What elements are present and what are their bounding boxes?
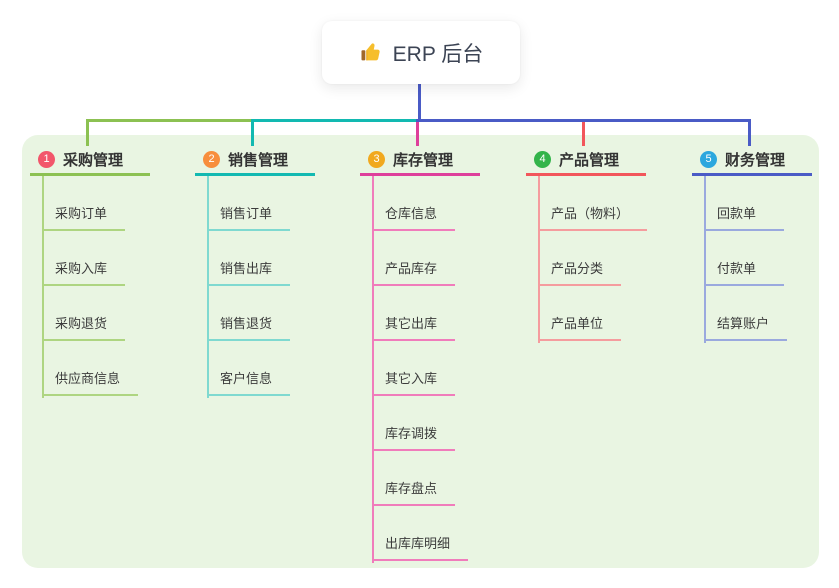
branch-label: 产品管理 xyxy=(559,151,620,169)
child-label: 产品单位 xyxy=(551,316,604,332)
branch-number-badge: 3 xyxy=(368,150,385,168)
child-label: 其它出库 xyxy=(385,316,438,332)
child-label: 产品（物料） xyxy=(551,206,630,222)
child-connector-vline xyxy=(372,176,374,563)
child-label: 产品库存 xyxy=(385,261,438,277)
child-label: 产品分类 xyxy=(551,261,604,277)
thumbs-up-icon xyxy=(359,41,382,64)
child-connector-vline xyxy=(207,176,209,398)
child-node: 销售退货 xyxy=(207,286,291,341)
child-node: 采购退货 xyxy=(42,286,126,341)
child-node: 出库库明细 xyxy=(372,506,469,561)
child-label: 销售出库 xyxy=(220,261,273,277)
child-node: 销售出库 xyxy=(207,231,291,286)
child-node: 库存盘点 xyxy=(372,451,456,506)
connector-bus-segment xyxy=(86,119,254,122)
branch-children: 采购订单采购入库采购退货供应商信息 xyxy=(42,176,139,396)
branch-node-1: 1 采购管理 xyxy=(30,145,150,176)
branch-node-5: 5 财务管理 xyxy=(692,145,812,176)
branch-drop-line xyxy=(416,119,419,146)
root-connector-line xyxy=(418,84,421,122)
child-node: 产品库存 xyxy=(372,231,456,286)
child-label: 采购订单 xyxy=(55,206,108,222)
child-label: 结算账户 xyxy=(717,316,770,332)
child-label: 客户信息 xyxy=(220,371,273,387)
child-node: 回款单 xyxy=(704,176,784,231)
branch-children: 销售订单销售出库销售退货客户信息 xyxy=(207,176,291,396)
branch-children: 回款单付款单结算账户 xyxy=(704,176,788,341)
content-panel xyxy=(22,135,819,568)
child-label: 出库库明细 xyxy=(385,536,451,552)
child-node: 产品（物料） xyxy=(538,176,648,231)
branch-number-badge: 1 xyxy=(38,150,55,168)
child-node: 库存调拨 xyxy=(372,396,456,451)
branch-number-badge: 4 xyxy=(534,150,551,168)
root-label: ERP 后台 xyxy=(392,42,484,66)
branch-label: 采购管理 xyxy=(63,151,124,169)
branch-node-2: 2 销售管理 xyxy=(195,145,315,176)
child-node: 付款单 xyxy=(704,231,784,286)
branch-label: 销售管理 xyxy=(228,151,289,169)
child-label: 库存盘点 xyxy=(385,481,438,497)
branch-label: 财务管理 xyxy=(725,151,786,169)
branch-drop-line xyxy=(582,119,585,146)
child-node: 其它出库 xyxy=(372,286,456,341)
child-node: 产品单位 xyxy=(538,286,622,341)
child-connector-vline xyxy=(538,176,540,343)
child-connector-vline xyxy=(42,176,44,398)
branch-number-badge: 5 xyxy=(700,150,717,168)
branch-children: 产品（物料） 产品分类产品单位 xyxy=(538,176,648,341)
branch-children: 仓库信息产品库存其它出库其它入库库存调拨库存盘点出库库明细 xyxy=(372,176,469,561)
child-label: 供应商信息 xyxy=(55,371,121,387)
branch-label: 库存管理 xyxy=(393,151,454,169)
child-label: 采购入库 xyxy=(55,261,108,277)
branch-number-badge: 2 xyxy=(203,150,220,168)
child-node: 产品分类 xyxy=(538,231,622,286)
child-connector-vline xyxy=(704,176,706,343)
branch-drop-line xyxy=(748,119,751,146)
child-label: 销售订单 xyxy=(220,206,273,222)
child-label: 采购退货 xyxy=(55,316,108,332)
root-node: ERP 后台 xyxy=(322,21,520,84)
child-label: 其它入库 xyxy=(385,371,438,387)
child-label: 付款单 xyxy=(717,261,757,277)
child-node: 其它入库 xyxy=(372,341,456,396)
child-node: 仓库信息 xyxy=(372,176,456,231)
child-node: 结算账户 xyxy=(704,286,788,341)
child-label: 销售退货 xyxy=(220,316,273,332)
child-label: 回款单 xyxy=(717,206,757,222)
child-node: 客户信息 xyxy=(207,341,291,396)
child-label: 库存调拨 xyxy=(385,426,438,442)
child-node: 采购订单 xyxy=(42,176,126,231)
branch-drop-line xyxy=(251,119,254,146)
branch-drop-line xyxy=(86,119,89,146)
connector-bus-segment xyxy=(416,119,751,122)
child-node: 采购入库 xyxy=(42,231,126,286)
child-node: 供应商信息 xyxy=(42,341,139,396)
child-node: 销售订单 xyxy=(207,176,291,231)
branch-node-3: 3 库存管理 xyxy=(360,145,480,176)
connector-bus-segment xyxy=(251,119,419,122)
child-label: 仓库信息 xyxy=(385,206,438,222)
branch-node-4: 4 产品管理 xyxy=(526,145,646,176)
